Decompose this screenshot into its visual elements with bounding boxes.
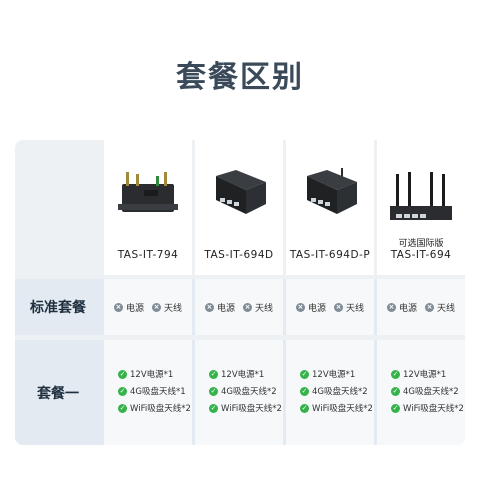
- comparison-table: TAS-IT-794 TAS-IT-694D: [15, 140, 465, 445]
- x-icon: ×: [334, 302, 343, 312]
- package-items-cell: ✓12V电源*1 ✓4G吸盘天线*1 ✓WiFi吸盘天线*2: [104, 340, 192, 445]
- check-icon: ✓: [300, 386, 309, 396]
- standard-package-label: 标准套餐: [30, 300, 86, 316]
- package-item: ✓WiFi吸盘天线*2: [209, 403, 282, 414]
- x-icon: ×: [386, 302, 396, 312]
- check-icon: ✓: [391, 369, 400, 379]
- standard-item: ×电源: [386, 302, 417, 314]
- x-icon: ×: [152, 302, 161, 312]
- package-item: ✓12V电源*1: [118, 369, 174, 380]
- standard-items-cell: ×电源 ×天线: [377, 279, 465, 335]
- product-name: TAS-IT-694D: [204, 249, 274, 261]
- package-one-row: 套餐一 ✓12V电源*1 ✓4G吸盘天线*1 ✓WiFi吸盘天线*2 ✓12V电…: [15, 340, 465, 445]
- standard-item: ×电源: [204, 302, 235, 314]
- standard-item: ×电源: [295, 302, 326, 314]
- x-icon: ×: [113, 302, 123, 312]
- products-row: TAS-IT-794 TAS-IT-694D: [15, 140, 465, 275]
- x-icon: ×: [204, 302, 214, 312]
- standard-item: ×天线: [152, 302, 183, 314]
- product-name: TAS-IT-794: [117, 249, 179, 261]
- check-icon: ✓: [391, 386, 400, 396]
- standard-item: ×天线: [243, 302, 274, 314]
- x-icon: ×: [295, 302, 305, 312]
- package-item: ✓12V电源*1: [391, 369, 447, 380]
- package-item: ✓WiFi吸盘天线*2: [300, 403, 373, 414]
- check-icon: ✓: [209, 386, 218, 396]
- check-icon: ✓: [209, 369, 218, 379]
- package-item: ✓4G吸盘天线*2: [209, 386, 277, 397]
- router-four-antenna-image: [390, 172, 452, 220]
- product-cell: 可选国际版 TAS-IT-694: [377, 140, 465, 275]
- package-one-label: 套餐一: [37, 385, 79, 402]
- package-item: ✓4G吸盘天线*2: [300, 386, 368, 397]
- check-icon: ✓: [118, 386, 127, 396]
- products-label-cell: [15, 140, 101, 275]
- standard-item: ×电源: [113, 302, 144, 314]
- standard-package-row: 标准套餐 ×电源 ×天线 ×电源 ×天线 ×电源 ×天线 ×电源 ×天线: [15, 279, 465, 335]
- standard-items-cell: ×电源 ×天线: [195, 279, 283, 335]
- product-cell: TAS-IT-694D: [195, 140, 283, 275]
- page-title: 套餐区别: [176, 60, 304, 95]
- package-item: ✓12V电源*1: [209, 369, 265, 380]
- standard-item: ×天线: [334, 302, 365, 314]
- switch-box-image: [216, 170, 266, 214]
- package-items-cell: ✓12V电源*1 ✓4G吸盘天线*2 ✓WiFi吸盘天线*2: [195, 340, 283, 445]
- package-item: ✓WiFi吸盘天线*2: [391, 403, 464, 414]
- standard-items-cell: ×电源 ×天线: [104, 279, 192, 335]
- product-name: TAS-IT-694: [390, 249, 452, 261]
- check-icon: ✓: [300, 369, 309, 379]
- product-name: TAS-IT-694D-P: [289, 249, 371, 261]
- product-note: 可选国际版: [398, 239, 444, 249]
- check-icon: ✓: [209, 403, 218, 413]
- check-icon: ✓: [118, 403, 127, 413]
- check-icon: ✓: [300, 403, 309, 413]
- standard-item: ×天线: [425, 302, 456, 314]
- package-item: ✓4G吸盘天线*1: [118, 386, 186, 397]
- router-compact-image: [118, 172, 178, 212]
- standard-items-cell: ×电源 ×天线: [286, 279, 374, 335]
- check-icon: ✓: [391, 403, 400, 413]
- package-item: ✓4G吸盘天线*2: [391, 386, 459, 397]
- product-cell: TAS-IT-694D-P: [286, 140, 374, 275]
- package-item: ✓12V电源*1: [300, 369, 356, 380]
- package-items-cell: ✓12V电源*1 ✓4G吸盘天线*2 ✓WiFi吸盘天线*2: [377, 340, 465, 445]
- x-icon: ×: [243, 302, 252, 312]
- package-item: ✓WiFi吸盘天线*2: [118, 403, 191, 414]
- x-icon: ×: [425, 302, 434, 312]
- package-items-cell: ✓12V电源*1 ✓4G吸盘天线*2 ✓WiFi吸盘天线*2: [286, 340, 374, 445]
- product-cell: TAS-IT-794: [104, 140, 192, 275]
- check-icon: ✓: [118, 369, 127, 379]
- switch-box-antenna-image: [307, 168, 357, 214]
